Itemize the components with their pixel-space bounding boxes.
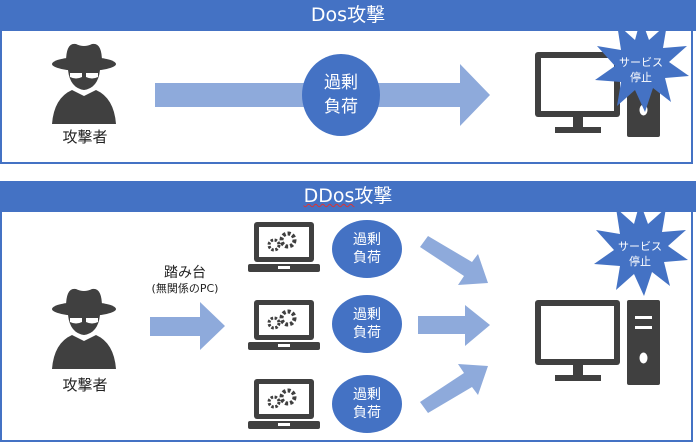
- dos-panel: [0, 31, 693, 164]
- load-line1: 過剰: [353, 307, 381, 323]
- ddos-overload-text: 過剰負荷: [353, 306, 381, 342]
- service-line1: サービス: [618, 240, 662, 253]
- ddos-service-stop: サービス停止: [618, 239, 662, 269]
- ddos-attacker-label: 攻撃者: [62, 376, 108, 394]
- ddos-overload-text: 過剰負荷: [353, 386, 381, 422]
- laptop-icon: [246, 220, 322, 274]
- ddos-panel: [0, 212, 693, 442]
- ddos-title-prefix: DDos: [303, 185, 355, 207]
- arrow-icon: [418, 236, 490, 413]
- dos-title: Dos攻撃: [310, 4, 386, 26]
- load-line1: 過剰: [324, 73, 358, 93]
- server-pc-icon: [535, 300, 660, 385]
- dos-attacker-label: 攻撃者: [62, 128, 108, 146]
- service-line1: サービス: [619, 56, 663, 69]
- ddos-title-suffix: 攻撃: [354, 185, 393, 207]
- dos-overload-text: 過剰負荷: [324, 71, 358, 119]
- service-line2: 停止: [630, 71, 652, 84]
- arrow-icon: [150, 302, 225, 350]
- ddos-overload-text: 過剰負荷: [353, 231, 381, 267]
- service-line2: 停止: [629, 255, 651, 268]
- load-line2: 負荷: [324, 97, 358, 117]
- dos-service-stop: サービス停止: [619, 55, 663, 85]
- load-line2: 負荷: [353, 250, 381, 266]
- laptop-icon: [246, 298, 322, 352]
- load-line2: 負荷: [353, 325, 381, 341]
- stepping-stone-label: 踏み台: [164, 265, 206, 281]
- stepping-stone-note: (無関係のPC): [151, 282, 219, 295]
- load-line1: 過剰: [353, 387, 381, 403]
- overload-circle: [332, 375, 402, 433]
- overload-circle: [302, 54, 380, 136]
- load-line1: 過剰: [353, 232, 381, 248]
- attacker-icon: [52, 288, 116, 369]
- dos-header: Dos攻撃: [0, 0, 696, 31]
- attacker-icon: [52, 43, 116, 125]
- overload-circle: [332, 295, 402, 353]
- load-line2: 負荷: [353, 405, 381, 421]
- overload-circle: [332, 220, 402, 278]
- laptop-icon: [246, 377, 322, 431]
- ddos-header: DDos攻撃: [0, 181, 696, 212]
